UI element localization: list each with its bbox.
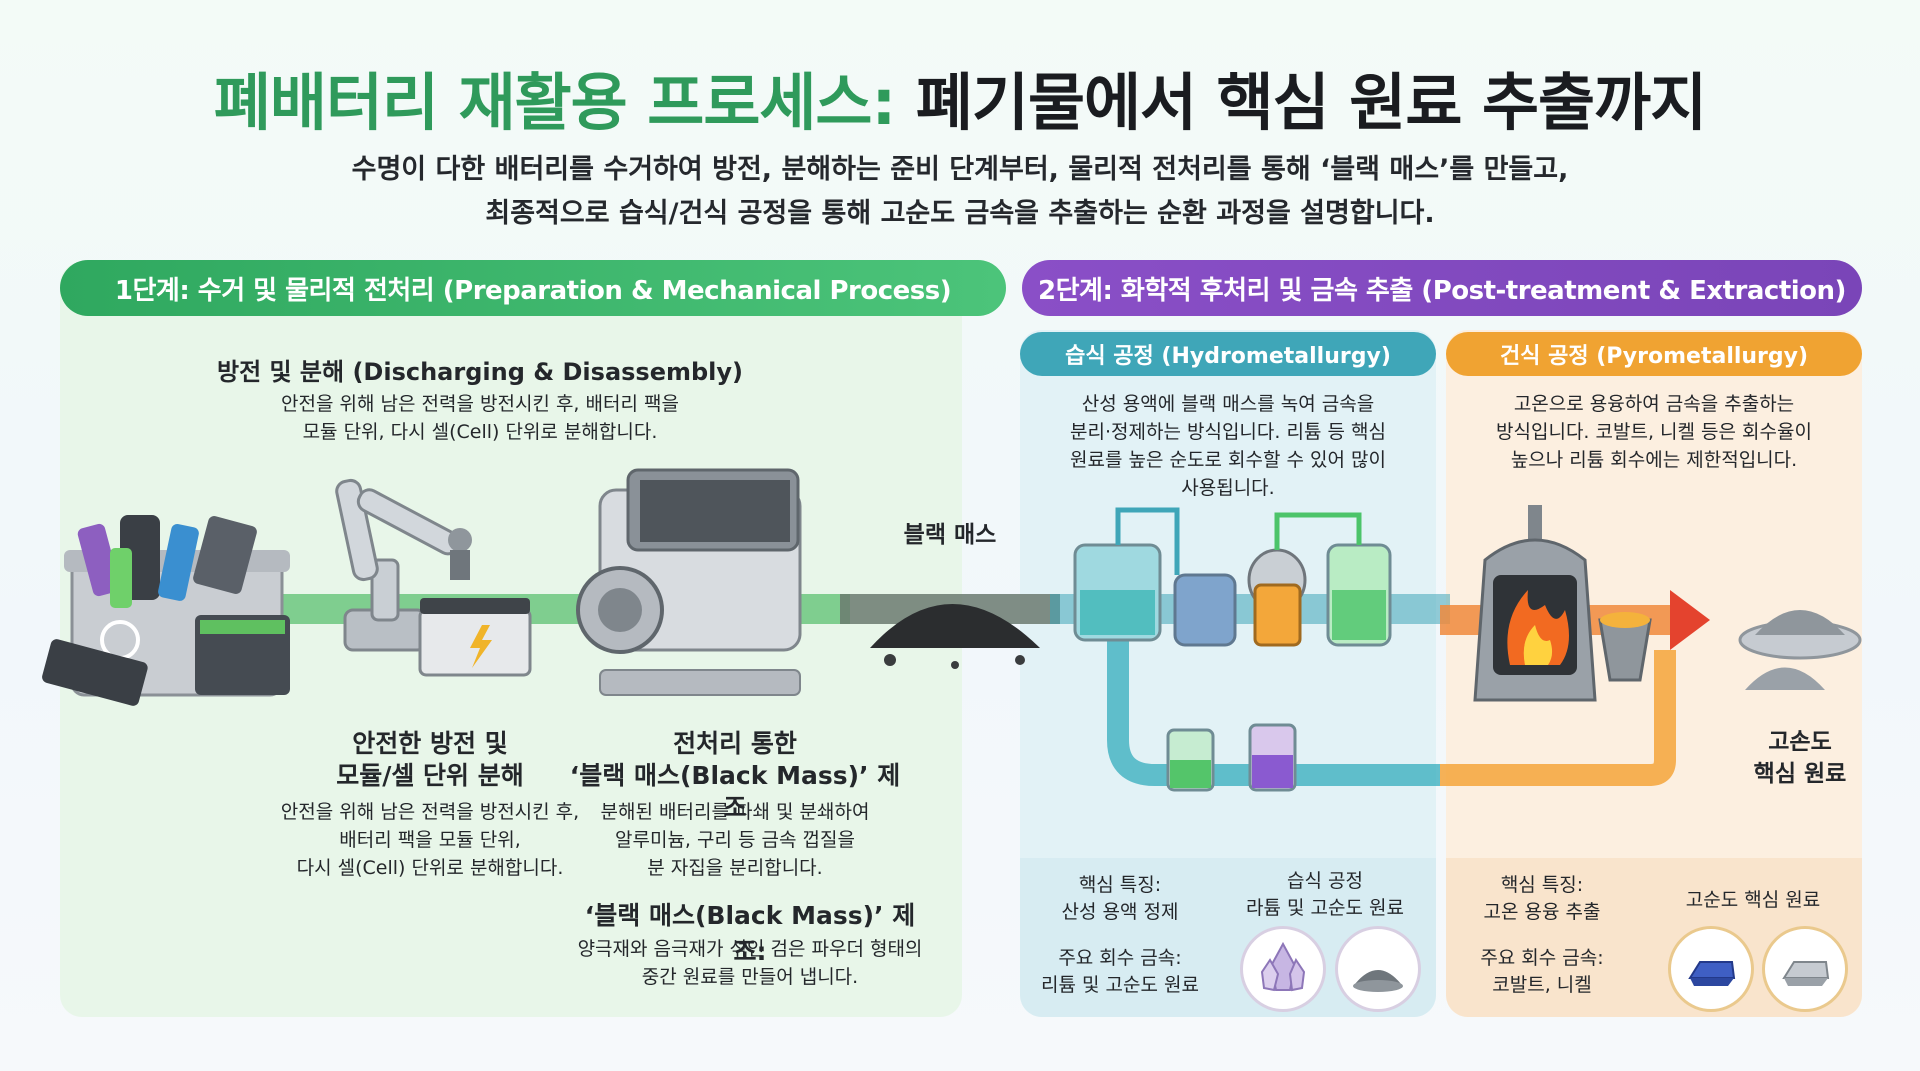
shred-desc-line-1: 분해된 배터리를 파쇄 및 분쇄하여 (600, 801, 870, 823)
shred-desc-line-2: 알루미늄, 구리 등 금속 껍질을 (615, 829, 855, 851)
flow-arrowhead-red (1670, 590, 1710, 650)
pyro-desc: 고온으로 용융하여 금속을 추출하는 방식입니다. 코발트, 니켈 등은 회수율… (1456, 390, 1852, 474)
safe-desc-line-2: 배터리 팩을 모듈 단위, (339, 829, 521, 851)
output-label-line-2: 핵심 원료 (1753, 761, 1847, 787)
safe-title-line-1: 안전한 방전 및 (352, 729, 508, 758)
hydro-equipment-illustration (1073, 507, 1392, 792)
shred-title-line-1: 전처리 통한 (673, 729, 797, 758)
hydro-process: 습식 공정 라튬 및 고순도 원료 (1220, 868, 1430, 922)
hydro-feature-value: 산성 용액 정제 (1061, 901, 1179, 923)
blackmass-label: 블랙 매스 (903, 522, 997, 548)
pyro-desc-line-1: 고온으로 용융하여 금속을 추출하는 (1513, 393, 1795, 415)
pyro-metal-label: 주요 회수 금속: (1480, 947, 1604, 969)
black-mass-illustration (870, 604, 1040, 669)
hydro-metal: 주요 회수 금속: 리튬 및 고순도 원료 (1030, 945, 1210, 999)
pyro-metal-value: 코발트, 니켈 (1492, 974, 1592, 996)
hydro-desc-line-4: 사용됩니다. (1181, 477, 1275, 499)
hydro-process-value: 라튬 및 고순도 원료 (1246, 897, 1404, 919)
product-powder-illustration (1738, 610, 1862, 690)
shred-title-line-2: ‘블랙 매스(Black Mass)’ 제조 (569, 761, 901, 822)
robot-arm-illustration (335, 478, 532, 677)
pyro-feature: 핵심 특징: 고온 용융 추출 (1452, 872, 1632, 926)
subtitle-line-1: 수명이 다한 배터리를 수거하여 방전, 분해하는 준비 단계부터, 물리적 전… (351, 154, 1569, 185)
blackmass-title: ‘블랙 매스(Black Mass)’ 제조: (584, 901, 916, 966)
hydro-header: 습식 공정 (Hydrometallurgy) (1020, 332, 1436, 376)
safe-desc-line-1: 안전을 위해 남은 전력을 방전시킨 후, (280, 801, 580, 823)
blackmass-desc: 양극재와 음극재가 섞인 검은 파우더 형태의 중간 원료를 만들어 냅니다. (560, 935, 940, 991)
stage1-header: 1단계: 수거 및 물리적 전처리 (Preparation & Mechani… (60, 260, 1006, 316)
shred-desc: 분해된 배터리를 파쇄 및 분쇄하여 알루미늄, 구리 등 금속 껍질을 분 자… (575, 798, 895, 882)
pyro-feature-label: 핵심 특징: (1500, 874, 1584, 896)
cobalt-ingot-icon (1668, 926, 1754, 1012)
hydro-desc-line-1: 산성 용액에 블랙 매스를 녹여 금속을 (1081, 393, 1375, 415)
hydro-desc-line-3: 원료를 높은 순도로 회수할 수 있어 많이 (1070, 449, 1386, 471)
subtitle-line-2: 최종적으로 습식/건식 공정을 통해 고순도 금속을 추출하는 순환 과정을 설… (485, 198, 1435, 229)
nickel-ingot-icon (1762, 926, 1848, 1012)
pyro-desc-line-2: 방식입니다. 코발트, 니켈 등은 회수율이 (1496, 421, 1812, 443)
page-title: 폐배터리 재활용 프로세스: 폐기물에서 핵심 원료 추출까지 (0, 52, 1920, 142)
safe-desc-line-3: 다시 셀(Cell) 단위로 분해합니다. (296, 857, 564, 879)
hydro-pipe (1107, 640, 1440, 786)
hydro-metal-value: 리튬 및 고순도 원료 (1041, 974, 1199, 996)
discharge-desc-line-1: 안전을 위해 남은 전력을 방전시킨 후, 배터리 팩을 (281, 393, 679, 415)
powder-icon (1335, 926, 1421, 1012)
battery-bin-illustration (42, 515, 290, 706)
title-green: 폐배터리 재활용 프로세스: (213, 66, 896, 139)
stage2-header: 2단계: 화학적 후처리 및 금속 추출 (Post-treatment & E… (1022, 260, 1862, 316)
discharge-desc-line-2: 모듈 단위, 다시 셀(Cell) 단위로 분해합니다. (302, 421, 658, 443)
safe-desc: 안전을 위해 남은 전력을 방전시킨 후, 배터리 팩을 모듈 단위, 다시 셀… (255, 798, 605, 882)
pyro-pipe (1440, 650, 1676, 786)
hydro-desc: 산성 용액에 블랙 매스를 녹여 금속을 분리·정제하는 방식입니다. 리튬 등… (1030, 390, 1426, 502)
hydro-metal-label: 주요 회수 금속: (1058, 947, 1182, 969)
shredder-illustration (576, 468, 802, 696)
discharge-desc: 안전을 위해 남은 전력을 방전시킨 후, 배터리 팩을 모듈 단위, 다시 셀… (180, 390, 780, 446)
lithium-crystal-icon (1240, 926, 1326, 1012)
pyro-desc-line-3: 높으나 리튬 회수에는 제한적입니다. (1510, 449, 1798, 471)
blackmass-desc-line-2: 중간 원료를 만들어 냅니다. (641, 966, 859, 988)
pyro-product-label: 고순도 핵심 원료 (1685, 889, 1821, 911)
hydro-process-label: 습식 공정 (1287, 870, 1363, 892)
shred-desc-line-3: 분 자집을 분리합니다. (647, 857, 823, 879)
output-label: 고손도 핵심 원료 (1730, 726, 1870, 790)
furnace-illustration (1473, 505, 1652, 702)
safe-title-line-2: 모듈/셀 단위 분해 (336, 761, 524, 790)
title-dark: 폐기물에서 핵심 원료 추출까지 (915, 66, 1707, 139)
page-subtitle: 수명이 다한 배터리를 수거하여 방전, 분해하는 준비 단계부터, 물리적 전… (0, 148, 1920, 236)
pyro-metal: 주요 회수 금속: 코발트, 니켈 (1452, 945, 1632, 999)
pyro-feature-value: 고온 용융 추출 (1483, 901, 1601, 923)
safe-title: 안전한 방전 및 모듈/셀 단위 분해 (260, 728, 600, 792)
pyro-header: 건식 공정 (Pyrometallurgy) (1446, 332, 1862, 376)
hydro-feature-label: 핵심 특징: (1078, 874, 1162, 896)
shred-title: 전처리 통한 ‘블랙 매스(Black Mass)’ 제조 (560, 728, 910, 824)
blackmass-desc-line-1: 양극재와 음극재가 섞인 검은 파우더 형태의 (577, 938, 923, 960)
output-label-line-1: 고손도 (1768, 729, 1832, 755)
hydro-desc-line-2: 분리·정제하는 방식입니다. 리튬 등 핵심 (1070, 421, 1386, 443)
hydro-feature: 핵심 특징: 산성 용액 정제 (1030, 872, 1210, 926)
discharge-title: 방전 및 분해 (Discharging & Disassembly) (216, 358, 744, 386)
